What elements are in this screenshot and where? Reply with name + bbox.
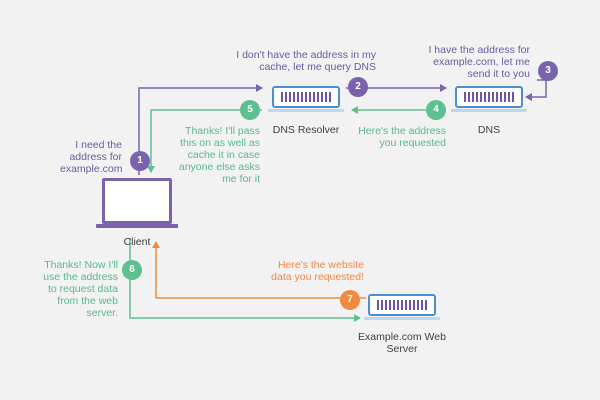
step-2-note: I don't have the address in my cache, le… (236, 49, 376, 73)
dns-label: DNS (477, 124, 501, 136)
step-6-note: Thanks! Now I'll use the address to requ… (43, 259, 118, 319)
step-7-badge: 7 (340, 290, 360, 310)
step-5-badge: 5 (240, 100, 260, 120)
step-1-badge: 1 (130, 151, 150, 171)
arrow-webserver-to-client (152, 241, 366, 299)
step-3-note: I have the address for example.com, let … (428, 44, 530, 80)
step-6-badge: 6 (122, 260, 142, 280)
step-4-badge: 4 (426, 100, 446, 120)
step-1-note: I need the address for example.com (60, 139, 123, 175)
web-server-label: Example.com Web Server (358, 331, 446, 355)
client-label: Client (123, 236, 151, 248)
step-2-badge: 2 (348, 77, 368, 97)
dns-resolver-label: DNS Resolver (272, 124, 340, 136)
dns-resolver-server-icon (268, 86, 344, 112)
arrow-dns-loop (525, 79, 547, 101)
step-5-note: Thanks! I'll pass this on as well as cac… (178, 125, 260, 185)
client-laptop-base (96, 224, 178, 228)
arrow-client-to-resolver (138, 84, 263, 175)
web-server-icon (364, 294, 440, 320)
step-7-note: Here's the website data you requested! (271, 259, 364, 283)
client-laptop-icon (102, 178, 172, 224)
arrow-resolver-to-client (147, 109, 262, 173)
step-4-note: Here's the address you requested (358, 125, 446, 149)
dns-server-icon (451, 86, 527, 112)
step-3-badge: 3 (538, 61, 558, 81)
